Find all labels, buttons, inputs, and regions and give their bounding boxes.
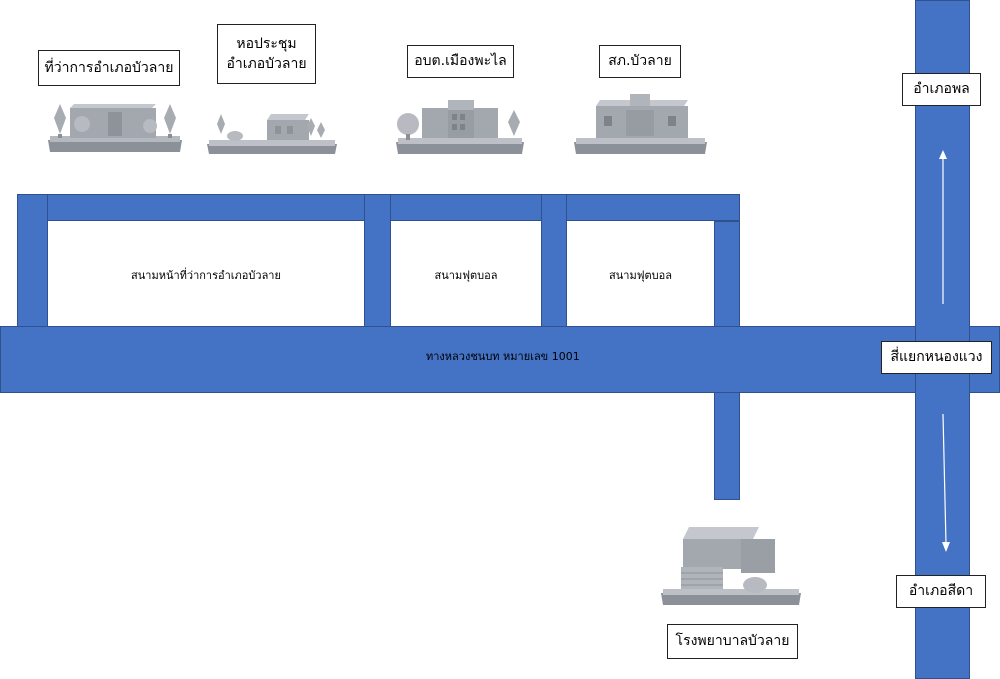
meeting-hall-label: หอประชุม อำเภอบัวลาย: [217, 24, 316, 84]
meeting-hall-model: [207, 114, 337, 154]
district-field: สนามหน้าที่ว่าการอำเภอบัวลาย: [48, 221, 364, 328]
main-highway: [0, 326, 1000, 393]
south-direction-label: อำเภอสีดา: [896, 575, 986, 608]
connector-road-1: [17, 194, 48, 328]
football-field-2: สนามฟุตบอล: [567, 221, 714, 328]
highway-label: ทางหลวงชนบท หมายเลข 1001: [426, 350, 580, 363]
connector-road-3: [541, 194, 567, 328]
sao-label: อบต.เมืองพะไล: [407, 45, 514, 78]
district-office-model: [48, 104, 182, 152]
district-office-label: ที่ว่าการอำเภอบัวลาย: [38, 50, 180, 86]
hospital-label: โรงพยาบาลบัวลาย: [667, 624, 798, 659]
north-direction-label: อำเภอพล: [902, 73, 981, 106]
arrow-south-icon: [942, 413, 950, 552]
arrow-north-icon: [939, 150, 947, 304]
police-label: สภ.บัวลาย: [599, 45, 681, 78]
hospital-model: [661, 527, 801, 605]
north-south-road: [915, 0, 970, 679]
football-field-1: สนามฟุตบอล: [391, 221, 541, 328]
connector-road-2: [364, 194, 391, 328]
police-station-model: [574, 94, 707, 154]
sao-office-model: [396, 100, 524, 154]
junction-label: สี่แยกหนองแวง: [881, 341, 992, 374]
